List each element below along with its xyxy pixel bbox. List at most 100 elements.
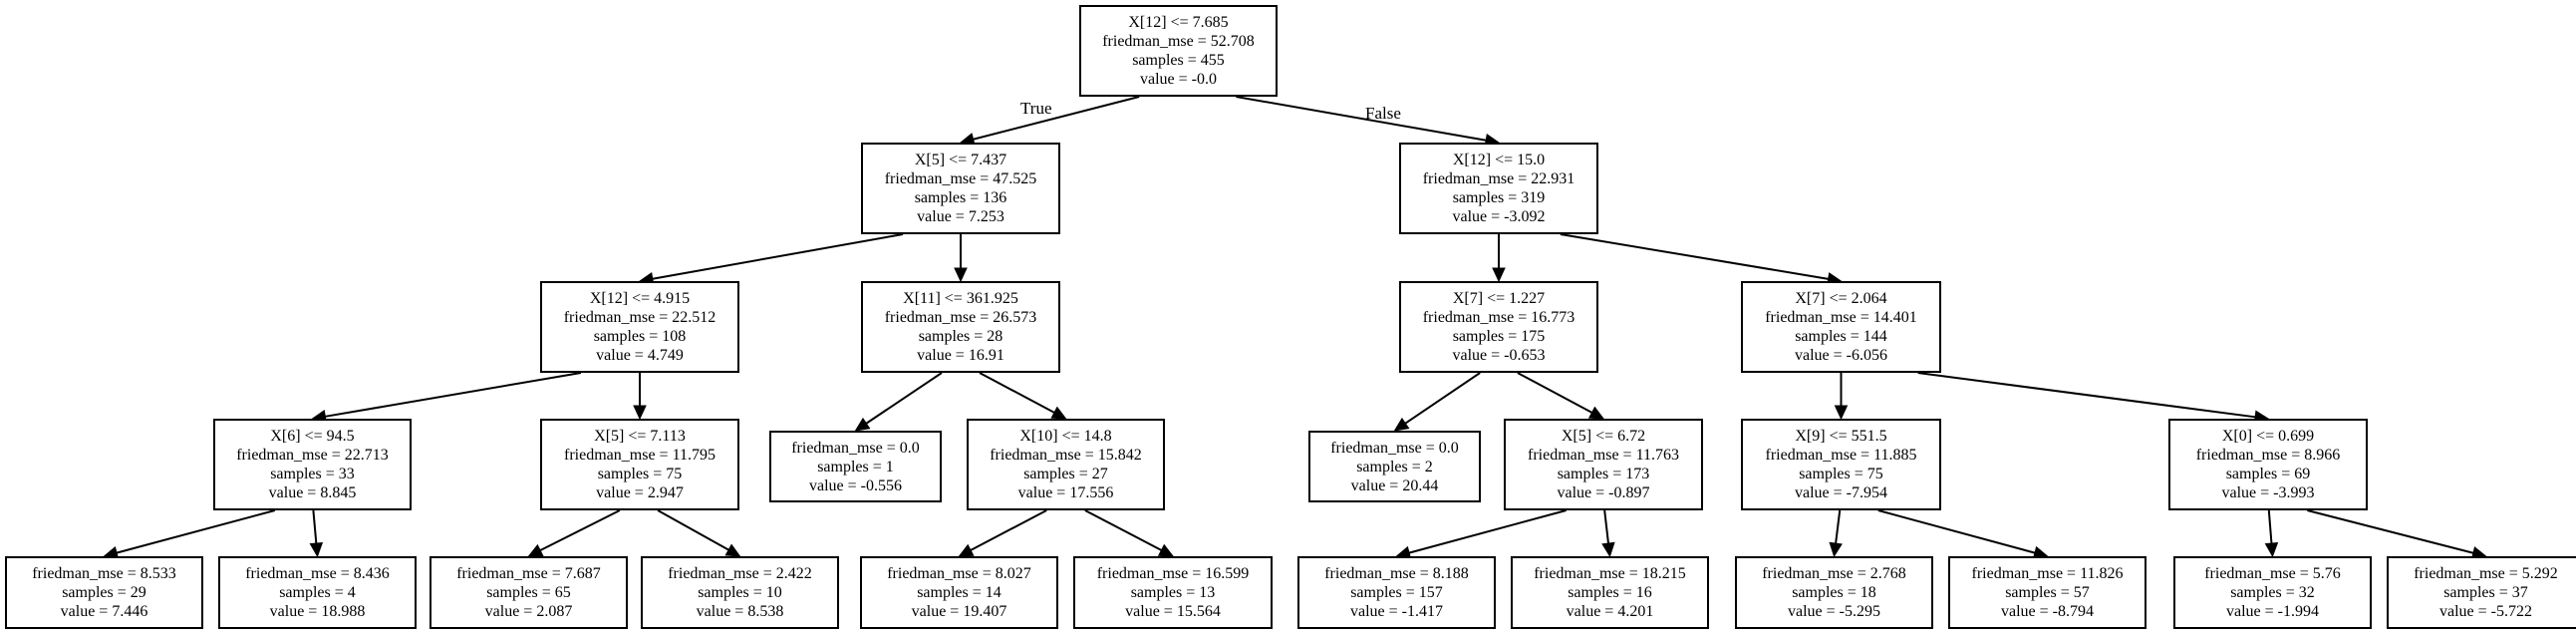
- arrowhead-icon: [1157, 543, 1175, 557]
- node-text-line: samples = 136: [914, 189, 1007, 206]
- arrowhead-icon: [527, 543, 544, 557]
- node-text-line: friedman_mse = 47.525: [884, 170, 1037, 187]
- tree-edge-n5-n12: [1517, 372, 1593, 414]
- node-text-line: value = 20.44: [1350, 476, 1439, 494]
- node-text-line: friedman_mse = 5.292: [2414, 565, 2558, 582]
- node-text-line: friedman_mse = 22.931: [1422, 170, 1575, 187]
- tree-edge-n7-n15: [116, 509, 276, 554]
- node-text-line: friedman_mse = 26.573: [884, 309, 1037, 326]
- node-text-line: samples = 144: [1795, 328, 1887, 345]
- node-text-line: value = -6.056: [1795, 347, 1887, 364]
- node-text-line: value = 16.91: [917, 347, 1004, 364]
- node-text-line: value = -0.653: [1452, 347, 1546, 364]
- node-text-line: friedman_mse = 2.422: [668, 565, 812, 582]
- node-text-line: samples = 16: [1568, 584, 1652, 601]
- node-text-line: X[5] <= 6.72: [1561, 428, 1646, 445]
- node-text-line: value = -8.794: [2001, 603, 2094, 620]
- tree-edge-n2-n6: [1560, 233, 1829, 280]
- arrowhead-icon: [854, 417, 871, 432]
- node-text-line: friedman_mse = 0.0: [1330, 439, 1459, 457]
- node-text-line: samples = 455: [1132, 52, 1225, 69]
- node-text-line: value = -7.954: [1795, 484, 1887, 501]
- node-text-line: friedman_mse = 11.763: [1528, 447, 1679, 464]
- node-text-line: X[9] <= 551.5: [1795, 428, 1887, 445]
- node-text-line: value = 7.446: [60, 603, 148, 620]
- node-text-line: friedman_mse = 15.842: [990, 447, 1142, 464]
- arrowhead-icon: [1834, 405, 1849, 421]
- tree-edge-n1-n3: [652, 233, 904, 280]
- arrowhead-icon: [309, 541, 324, 558]
- tree-node-n7: X[6] <= 94.5 friedman_mse = 22.713 samples…: [213, 419, 412, 510]
- node-text-line: value = 2.087: [484, 603, 573, 620]
- tree-node-n17: friedman_mse = 7.687 samples = 65 value = …: [429, 556, 628, 629]
- node-text-line: value = 18.988: [269, 603, 366, 620]
- node-text-line: friedman_mse = 52.708: [1102, 33, 1255, 50]
- node-text-line: friedman_mse = 8.436: [245, 565, 390, 582]
- arrowhead-icon: [1601, 541, 1615, 558]
- node-text-line: value = -5.295: [1788, 603, 1880, 620]
- node-text-line: value = 4.201: [1566, 603, 1654, 620]
- node-text-line: samples = 14: [917, 584, 1002, 601]
- arrowhead-icon: [1393, 417, 1410, 432]
- node-text-line: X[11] <= 361.925: [903, 290, 1018, 307]
- node-text-line: friedman_mse = 18.215: [1534, 565, 1686, 582]
- arrowhead-icon: [954, 267, 968, 283]
- tree-edge-n0-n2: [1236, 96, 1487, 142]
- node-text-line: value = -0.897: [1557, 484, 1650, 501]
- tree-edge-n0-n1: [973, 96, 1140, 141]
- arrowhead-icon: [1829, 541, 1843, 558]
- node-text-line: value = 19.407: [911, 603, 1007, 620]
- tree-node-n22: friedman_mse = 18.215 samples = 16 value =…: [1511, 556, 1709, 629]
- tree-edge-n12-n22: [1603, 509, 1609, 544]
- tree-edge-n7-n16: [312, 509, 318, 544]
- tree-edge-n8-n17: [539, 509, 621, 552]
- arrowhead-icon: [1050, 406, 1067, 420]
- node-text-line: samples = 57: [2005, 584, 2090, 601]
- arrowhead-icon: [633, 405, 647, 421]
- node-text-line: X[7] <= 2.064: [1795, 290, 1887, 307]
- node-text-line: friedman_mse = 7.687: [456, 565, 601, 582]
- node-text-line: friedman_mse = 16.599: [1096, 565, 1250, 582]
- node-text-line: value = 7.253: [917, 208, 1004, 225]
- node-text-line: samples = 32: [2230, 584, 2315, 601]
- edge-label-false: False: [1365, 104, 1401, 123]
- tree-edge-n5-n11: [1404, 372, 1481, 425]
- node-text-line: friedman_mse = 11.885: [1765, 447, 1917, 464]
- node-text-line: friedman_mse = 8.533: [32, 565, 176, 582]
- node-text-line: friedman_mse = 8.966: [2195, 447, 2341, 464]
- node-text-line: value = -5.722: [2439, 603, 2532, 620]
- node-text-line: samples = 10: [698, 584, 782, 601]
- node-text-line: samples = 37: [2443, 584, 2528, 601]
- node-text-line: samples = 75: [597, 466, 683, 482]
- node-text-line: X[6] <= 94.5: [270, 428, 355, 445]
- node-text-line: samples = 27: [1023, 466, 1108, 482]
- arrowhead-icon: [958, 543, 975, 557]
- node-text-line: samples = 65: [486, 584, 571, 601]
- node-text-line: value = 8.538: [696, 603, 784, 620]
- node-text-line: samples = 28: [918, 328, 1003, 345]
- node-text-line: samples = 33: [270, 466, 355, 482]
- arrowhead-icon: [2264, 542, 2279, 558]
- node-text-line: X[5] <= 7.437: [914, 152, 1007, 168]
- tree-edge-n14-n26: [2307, 509, 2474, 554]
- tree-edge-n3-n7: [325, 372, 582, 418]
- node-text-line: samples = 69: [2225, 466, 2311, 482]
- tree-edge-n6-n14: [1917, 372, 2256, 419]
- tree-node-n26: friedman_mse = 5.292 samples = 37 value = …: [2387, 556, 2576, 629]
- tree-edge-n4-n10: [979, 372, 1055, 414]
- node-text-line: friedman_mse = 16.773: [1422, 309, 1575, 326]
- node-text-line: samples = 319: [1452, 189, 1546, 206]
- node-text-line: friedman_mse = 22.713: [236, 447, 389, 464]
